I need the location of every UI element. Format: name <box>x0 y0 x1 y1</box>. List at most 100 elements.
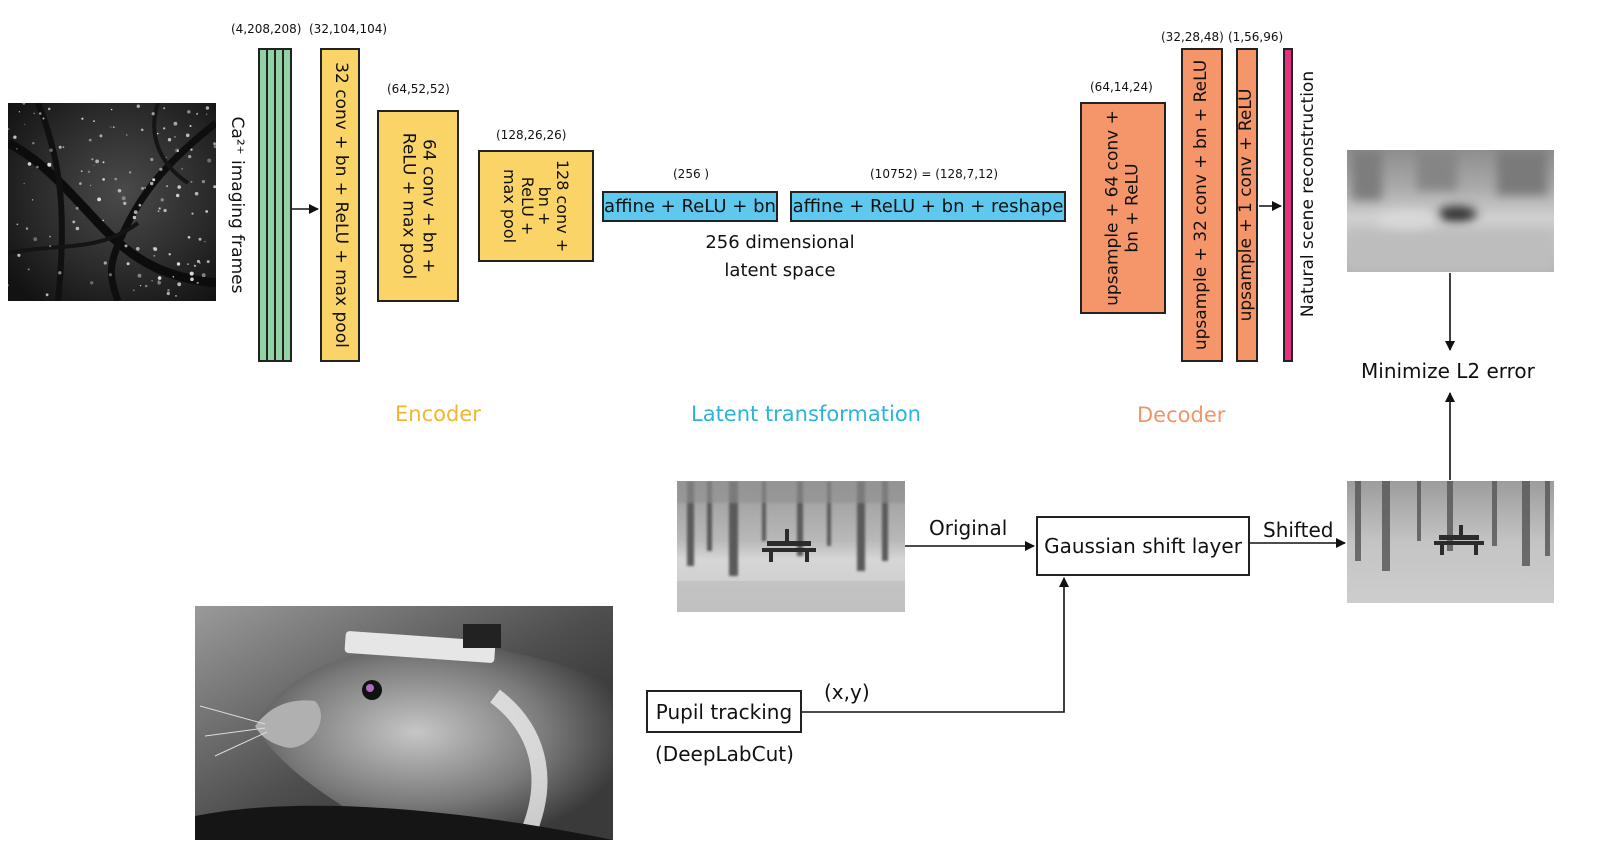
neuron-dot <box>187 263 189 265</box>
neuron-dot <box>62 146 65 148</box>
neuron-dot <box>177 185 181 189</box>
neuron-dot <box>205 113 208 115</box>
pupil-tracking-label: Pupil tracking <box>655 699 793 724</box>
neuron-dot <box>124 244 128 248</box>
neuron-dot <box>90 281 94 285</box>
neuron-dot <box>47 162 52 167</box>
neuron-dot <box>205 106 210 110</box>
neuron-dot <box>125 134 128 136</box>
neuron-dot <box>196 281 199 284</box>
neuron-dot <box>158 207 161 210</box>
neuron-dot <box>150 181 154 186</box>
decoder-layer2-box: upsample + 32 conv + bn + ReLU <box>1181 48 1223 362</box>
neuron-dot <box>24 123 26 126</box>
neuron-dot <box>129 171 132 174</box>
neuron-dot <box>47 107 51 111</box>
decoder-layer2-dim: (32,28,48) <box>1161 30 1224 44</box>
neuron-dot <box>166 291 170 296</box>
neuron-dot <box>167 138 172 142</box>
neuron-dot <box>196 112 199 115</box>
encoder-layer2-box: 64 conv + bn + ReLU + max pool <box>377 110 459 302</box>
neuron-dot <box>91 158 94 161</box>
neuron-dot <box>160 198 164 202</box>
latent-reshape-box: affine + ReLU + bn + reshape <box>790 191 1066 222</box>
reconstruction-image <box>1347 150 1554 272</box>
neuron-dot <box>163 107 166 110</box>
neuron-dot <box>108 273 112 277</box>
neuron-dot <box>27 162 32 166</box>
neuron-dot <box>89 184 92 187</box>
neuron-dot <box>166 185 169 187</box>
neuron-dot <box>189 271 194 276</box>
deeplabcut-label: (DeepLabCut) <box>655 742 794 766</box>
neuron-dot <box>33 112 35 114</box>
neuron-dot <box>137 273 142 278</box>
neuron-dot <box>23 182 25 185</box>
latent-caption-line: latent space <box>724 260 836 281</box>
shifted-label: Shifted <box>1263 518 1334 542</box>
frame-slice <box>282 48 292 362</box>
neuron-dot <box>144 187 146 189</box>
neuron-dot <box>173 121 178 126</box>
neuron-dot <box>22 103 26 105</box>
neuron-dot <box>189 125 192 127</box>
neuron-dot <box>102 178 105 181</box>
neuron-dot <box>16 148 18 150</box>
neuron-dot <box>199 262 201 264</box>
neuron-dot <box>132 289 135 292</box>
neuron-dot <box>196 259 200 263</box>
neuron-dot <box>188 155 192 159</box>
latent-affine-box: affine + ReLU + bn <box>602 191 778 222</box>
neuron-dot <box>33 237 38 242</box>
neuron-dot <box>133 210 138 215</box>
neuron-dot <box>123 201 127 205</box>
neuron-dot <box>42 117 45 120</box>
encoder-title: Encoder <box>395 402 481 426</box>
neuron-dot <box>75 206 79 210</box>
neuron-dot <box>102 219 104 222</box>
neuron-dot <box>213 142 216 146</box>
encoder-layer3-box: 128 conv + bn + ReLU + max pool <box>478 150 594 262</box>
neuron-dot <box>207 158 212 163</box>
neuron-dot <box>175 148 180 153</box>
neuron-dot <box>185 133 190 138</box>
neuron-dot <box>175 295 177 297</box>
latent-space-caption: 256 dimensional latent space <box>680 229 880 285</box>
neuron-dot <box>58 271 62 275</box>
neuron-dot <box>132 215 137 220</box>
neuron-dot <box>93 120 95 122</box>
neuron-dot <box>49 245 52 248</box>
gaussian-shift-label: Gaussian shift layer <box>1044 534 1242 558</box>
neuron-dot <box>136 247 140 251</box>
neuron-dot <box>97 197 101 202</box>
neuron-dot <box>151 280 153 282</box>
neuron-dot <box>181 168 183 170</box>
neuron-dot <box>193 264 197 267</box>
neuron-dot <box>103 261 107 265</box>
decoder-title: Decoder <box>1137 403 1226 427</box>
neuron-dot <box>110 108 113 111</box>
neuron-dot <box>99 134 103 138</box>
neuron-dot <box>198 237 202 241</box>
neuron-dot <box>190 148 193 151</box>
neuron-dot <box>201 273 206 278</box>
neuron-dot <box>93 164 95 166</box>
latent-reshape-label: affine + ReLU + bn + reshape <box>792 196 1064 217</box>
neuron-dot <box>49 235 51 238</box>
output-layer-bar <box>1283 48 1293 362</box>
encoder-layer3-dim: (128,26,26) <box>496 128 567 142</box>
neuron-dot <box>150 157 154 162</box>
latent-box1-dim: (256 ) <box>673 167 710 181</box>
decoder-layer3-dim: (1,56,96) <box>1228 30 1284 44</box>
neuron-dot <box>152 246 156 250</box>
neuron-dot <box>204 240 206 243</box>
neuron-dot <box>177 282 182 287</box>
mouse-photo <box>195 606 613 840</box>
neuron-dot <box>141 187 144 190</box>
neuron-dot <box>165 156 167 159</box>
encoder-layer1-dim: (32,104,104) <box>309 22 388 36</box>
decoder-layer3-box: upsample + 1 conv + ReLU <box>1236 48 1258 362</box>
neuron-dot <box>88 138 92 142</box>
neuron-dot <box>75 226 80 231</box>
neuron-dot <box>144 284 148 288</box>
